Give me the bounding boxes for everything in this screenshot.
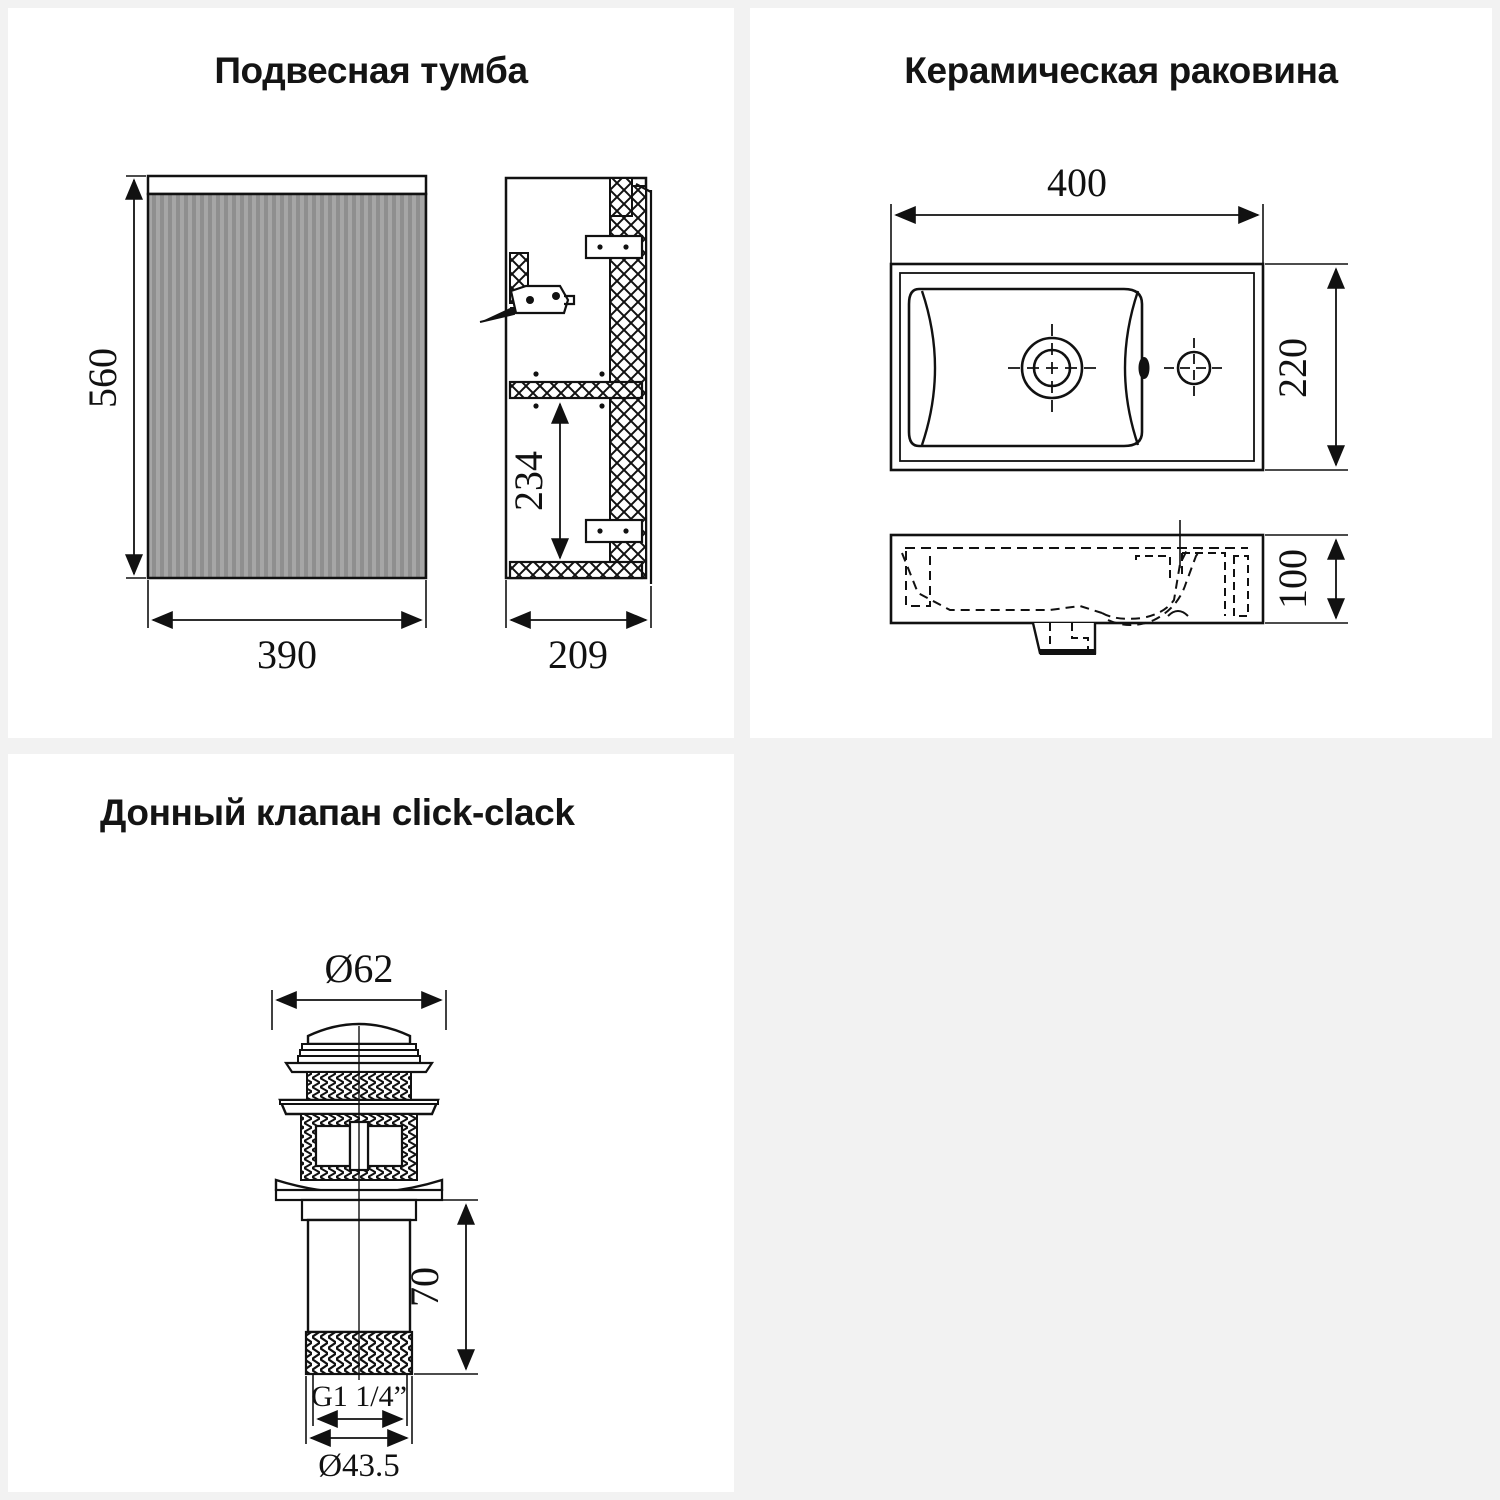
- dim-cabinet-shelf: 234: [506, 451, 551, 511]
- dim-valve-cap-diameter: Ø62: [325, 946, 394, 991]
- panel-valve: Донный клапан click-clack: [8, 754, 734, 1492]
- cabinet-drawing: 560 390: [8, 8, 734, 738]
- dim-sink-depth: 220: [1270, 338, 1315, 398]
- panel-cabinet: Подвесная тумба: [8, 8, 734, 738]
- dim-valve-thread: G1 1/4”: [311, 1380, 407, 1413]
- dim-cabinet-depth: 209: [548, 632, 608, 677]
- dim-sink-height: 100: [1270, 549, 1315, 609]
- dim-valve-length: 70: [402, 1267, 447, 1307]
- valve-drawing: Ø62: [8, 754, 734, 1492]
- dim-sink-width: 400: [1047, 160, 1107, 205]
- panel-sink: Керамическая раковина 400: [750, 8, 1492, 738]
- dim-valve-body-diameter: Ø43.5: [318, 1448, 400, 1484]
- panel-sink-title: Керамическая раковина: [904, 50, 1338, 91]
- panel-valve-title: Донный клапан click-clack: [100, 792, 575, 833]
- dim-cabinet-width: 390: [257, 632, 317, 677]
- panel-cabinet-title: Подвесная тумба: [214, 50, 528, 91]
- dim-cabinet-height: 560: [80, 348, 125, 408]
- sink-drawing: 400: [750, 8, 1492, 738]
